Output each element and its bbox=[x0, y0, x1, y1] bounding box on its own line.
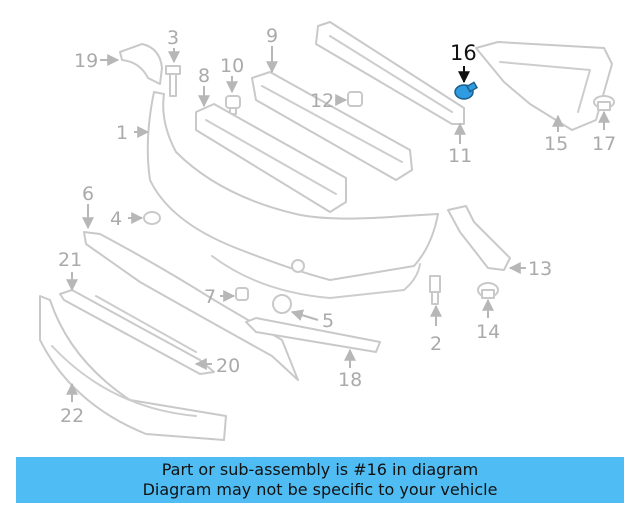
part-4-bolt bbox=[143, 211, 161, 225]
part-2-pin bbox=[429, 275, 441, 305]
callout-9: 9 bbox=[266, 25, 278, 47]
callout-6: 6 bbox=[82, 183, 94, 205]
callout-2: 2 bbox=[430, 333, 442, 355]
callout-21: 21 bbox=[58, 249, 82, 271]
part-16-screw bbox=[454, 81, 478, 100]
callout-8: 8 bbox=[198, 65, 210, 87]
callout-19: 19 bbox=[74, 50, 98, 72]
callout-7: 7 bbox=[204, 286, 216, 308]
part-13-side-support bbox=[447, 205, 511, 271]
callout-13: 13 bbox=[528, 258, 552, 280]
part-5-cap bbox=[272, 294, 292, 314]
callout-11: 11 bbox=[448, 145, 472, 167]
callout-20: 20 bbox=[216, 355, 240, 377]
callout-15: 15 bbox=[544, 133, 568, 155]
callout-4: 4 bbox=[110, 208, 122, 230]
part-19-bracket bbox=[119, 43, 163, 85]
part-12-clip bbox=[347, 91, 363, 107]
callout-18: 18 bbox=[338, 369, 362, 391]
part-17-grommet bbox=[593, 95, 615, 111]
part-3-bolt bbox=[165, 65, 181, 97]
part-1-bumper-cover bbox=[146, 91, 439, 281]
banner-line-1: Part or sub-assembly is #16 in diagram bbox=[161, 460, 479, 479]
part-6-lower-trim bbox=[83, 231, 299, 381]
part-14-grommet bbox=[477, 282, 499, 299]
callout-22: 22 bbox=[60, 405, 84, 427]
part-22-skid-plate bbox=[39, 295, 227, 441]
banner-line-2: Diagram may not be specific to your vehi… bbox=[142, 480, 498, 499]
callout-5: 5 bbox=[322, 310, 334, 332]
callout-1: 1 bbox=[116, 122, 128, 144]
info-banner: Part or sub-assembly is #16 in diagram D… bbox=[16, 457, 624, 503]
callout-10: 10 bbox=[220, 55, 244, 77]
callout-3: 3 bbox=[167, 27, 179, 49]
callout-14: 14 bbox=[476, 321, 500, 343]
part-15-side-bracket bbox=[475, 41, 613, 131]
part-7-clip bbox=[235, 287, 249, 301]
callout-17: 17 bbox=[592, 133, 616, 155]
part-20-molding bbox=[95, 295, 197, 353]
callout-16: 16 bbox=[450, 41, 477, 65]
part-18-lip bbox=[245, 317, 381, 353]
callout-12: 12 bbox=[310, 90, 334, 112]
